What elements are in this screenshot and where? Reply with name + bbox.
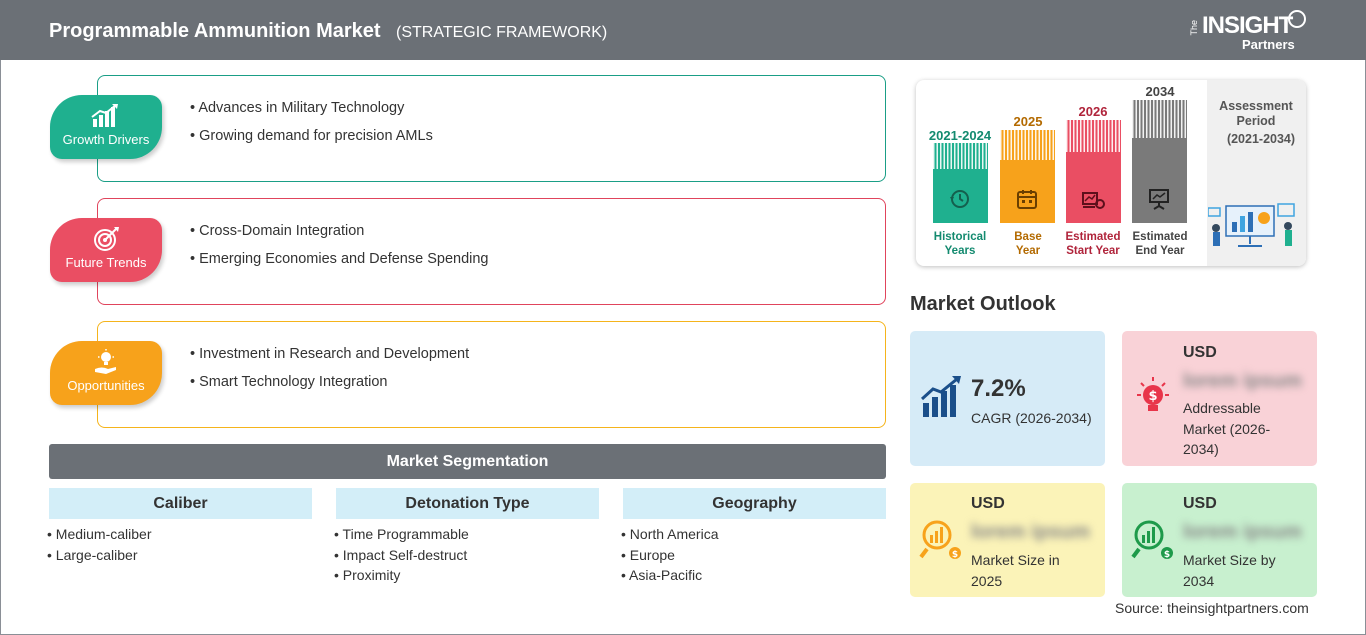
historical-years-bar bbox=[933, 143, 988, 223]
list-item: Proximity bbox=[334, 565, 469, 586]
year-label: 2025 bbox=[1013, 114, 1043, 129]
year-label: 2021-2024 bbox=[928, 128, 992, 143]
year-label: 2034 bbox=[1145, 84, 1175, 99]
assessment-period-range: (2021-2034) bbox=[1226, 132, 1296, 146]
market-size-2025-label: Market Size in 2025 bbox=[971, 552, 1060, 589]
page-subtitle: (STRATEGIC FRAMEWORK) bbox=[396, 24, 608, 41]
addressable-market-card: USD lorem ipsum $ Addressable Market (20… bbox=[1122, 331, 1317, 466]
segment-heading-caliber: Caliber bbox=[49, 488, 312, 519]
growth-drivers-badge: Growth Drivers bbox=[50, 95, 162, 159]
blurred-value: lorem ipsum bbox=[971, 521, 1090, 543]
list-item: Emerging Economies and Defense Spending bbox=[190, 245, 488, 273]
segment-list-caliber: Medium-caliber Large-caliber bbox=[47, 524, 152, 565]
presentation-icon bbox=[1149, 189, 1169, 210]
cagr-value: 7.2% bbox=[971, 375, 1026, 402]
lightbulb-hand-icon bbox=[95, 349, 116, 374]
growth-drivers-box: Advances in Military Technology Growing … bbox=[97, 75, 886, 182]
list-item: Impact Self-destruct bbox=[334, 545, 469, 566]
list-item: Growing demand for precision AMLs bbox=[190, 122, 433, 150]
list-item: Medium-caliber bbox=[47, 524, 152, 545]
list-item: Large-caliber bbox=[47, 545, 152, 566]
analytics-team-illustration bbox=[1208, 203, 1295, 247]
magnifier-chart-icon: $ bbox=[1131, 520, 1173, 560]
list-item: Investment in Research and Development bbox=[190, 340, 469, 368]
source-citation: Source: theinsightpartners.com bbox=[1115, 600, 1309, 616]
currency-label: USD bbox=[1183, 344, 1217, 361]
list-item: Europe bbox=[621, 545, 719, 566]
market-size-2025-card: USD lorem ipsum $ Market Size in 2025 bbox=[910, 483, 1105, 597]
blurred-value: lorem ipsum bbox=[1183, 370, 1302, 392]
svg-text:$: $ bbox=[1148, 389, 1157, 404]
badge-label: Opportunities bbox=[67, 378, 145, 393]
segment-heading-detonation-type: Detonation Type bbox=[336, 488, 599, 519]
year-label: 2026 bbox=[1078, 104, 1108, 119]
cagr-label: CAGR (2026-2034) bbox=[971, 410, 1092, 426]
list-item: Cross-Domain Integration bbox=[190, 217, 489, 245]
market-size-2034-label: Market Size by 2034 bbox=[1183, 552, 1276, 589]
list-item: Smart Technology Integration bbox=[190, 368, 469, 396]
opportunities-badge: Opportunities bbox=[50, 341, 162, 405]
segment-heading-geography: Geography bbox=[623, 488, 886, 519]
estimated-start-year-bar bbox=[1066, 120, 1121, 223]
market-outlook-title: Market Outlook bbox=[910, 293, 1056, 315]
blurred-value: lorem ipsum bbox=[1183, 521, 1302, 543]
list-item: Advances in Military Technology bbox=[190, 94, 433, 122]
list-item: North America bbox=[621, 524, 719, 545]
svg-text:$: $ bbox=[952, 550, 958, 560]
segmentation-title: Market Segmentation bbox=[49, 444, 886, 479]
start-chart-icon bbox=[1082, 192, 1105, 209]
addressable-market-label: Addressable Market (2026-2034) bbox=[1183, 400, 1271, 457]
list-item: Time Programmable bbox=[334, 524, 469, 545]
currency-label: USD bbox=[971, 495, 1005, 512]
base-year-bar bbox=[1000, 130, 1055, 223]
money-lightbulb-icon: $ bbox=[1137, 377, 1169, 411]
future-trends-badge: Future Trends bbox=[50, 218, 162, 282]
header-bar: Programmable Ammunition Market (STRATEGI… bbox=[0, 0, 1366, 60]
svg-text:$: $ bbox=[1164, 550, 1170, 560]
insight-partners-logo[interactable]: The INSIGHT Partners bbox=[1189, 10, 1310, 54]
segment-list-geography: North America Europe Asia-Pacific bbox=[621, 524, 719, 586]
estimated-end-year-bar bbox=[1132, 100, 1187, 223]
calendar-icon bbox=[1017, 190, 1037, 209]
badge-label: Growth Drivers bbox=[62, 132, 150, 147]
growth-chart-icon bbox=[91, 104, 118, 127]
page-title: Programmable Ammunition Market bbox=[49, 20, 381, 42]
growth-bar-chart-icon bbox=[920, 376, 961, 417]
history-icon bbox=[950, 190, 969, 208]
target-icon bbox=[94, 227, 119, 251]
badge-label: Future Trends bbox=[65, 255, 147, 270]
list-item: Asia-Pacific bbox=[621, 565, 719, 586]
opportunities-box: Investment in Research and Development S… bbox=[97, 321, 886, 428]
cagr-card: 7.2% CAGR (2026-2034) bbox=[910, 331, 1105, 466]
future-trends-box: Cross-Domain Integration Emerging Econom… bbox=[97, 198, 886, 305]
segment-list-detonation-type: Time Programmable Impact Self-destruct P… bbox=[334, 524, 469, 586]
currency-label: USD bbox=[1183, 495, 1217, 512]
market-size-2034-card: USD lorem ipsum $ Market Size by 2034 bbox=[1122, 483, 1317, 597]
magnifier-chart-icon: $ bbox=[919, 520, 961, 560]
